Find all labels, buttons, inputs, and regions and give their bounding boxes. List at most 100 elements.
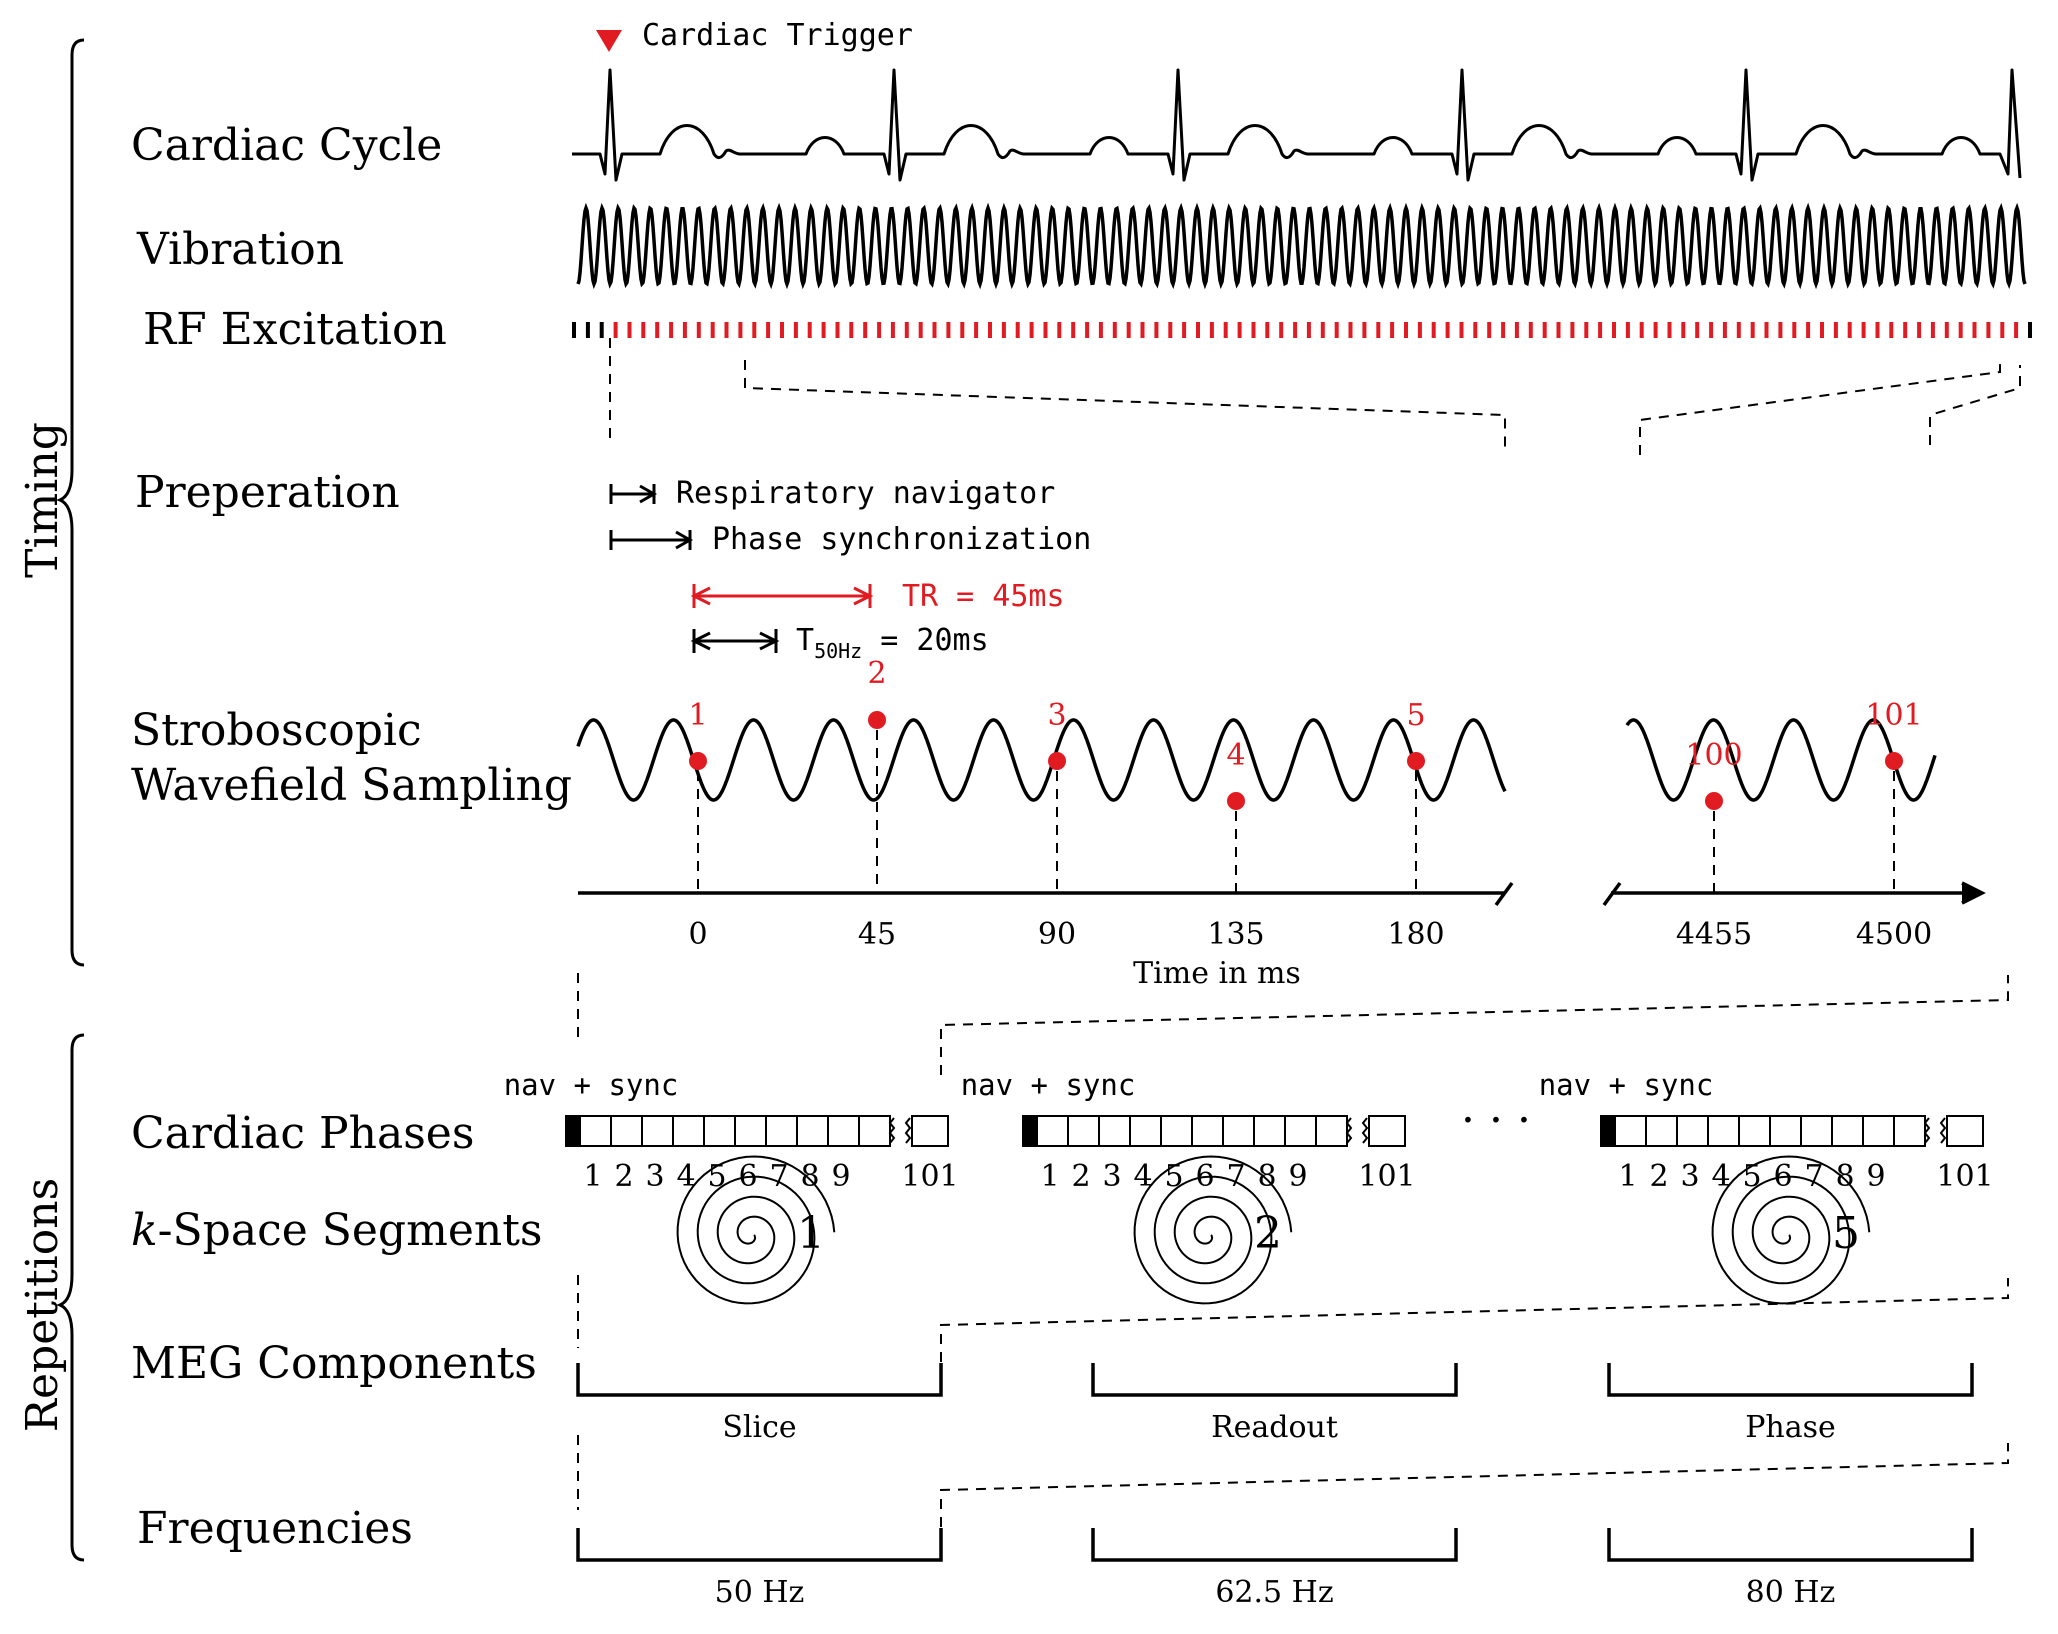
timing-brace: [56, 38, 85, 967]
phase-number: 8: [1835, 1159, 1854, 1194]
phase-cell: [672, 1115, 705, 1147]
phase-number: 8: [800, 1159, 819, 1194]
phase-cell: [1738, 1115, 1771, 1147]
t50hz-label: T50Hz = 20ms: [796, 623, 989, 663]
phase-cell: [610, 1115, 643, 1147]
phase-number: 7: [769, 1159, 788, 1194]
phase-cell-last: [1368, 1115, 1406, 1147]
frequency-label: 50 Hz: [715, 1575, 805, 1610]
cardiac-cycle-label: Cardiac Cycle: [131, 120, 442, 171]
phase-cell: [827, 1115, 860, 1147]
tick-label: 180: [1387, 917, 1444, 952]
meg-component-label: Slice: [722, 1410, 796, 1445]
phase-number-last: 101: [1936, 1159, 1993, 1194]
phase-cell: [1098, 1115, 1131, 1147]
phase-cell: [1160, 1115, 1193, 1147]
phase-number: 7: [1226, 1159, 1245, 1194]
tr-label: TR = 45ms: [902, 579, 1065, 614]
phase-number: 3: [1102, 1159, 1121, 1194]
frequency-bracket: [576, 1528, 943, 1562]
phase-number: 9: [1288, 1159, 1307, 1194]
tick-label: 4455: [1676, 917, 1752, 952]
phase-cell: [1067, 1115, 1100, 1147]
time-axis-label: Time in ms: [1133, 956, 1301, 991]
sample-point: [1407, 752, 1425, 770]
respiratory-navigator-arrow: [609, 484, 658, 504]
vibration-label: Vibration: [136, 224, 344, 275]
phase-cell: [641, 1115, 674, 1147]
phase-cell: [1831, 1115, 1864, 1147]
sample-point: [1705, 792, 1723, 810]
phase-number: 1: [1618, 1159, 1637, 1194]
sample-label: 3: [1047, 698, 1066, 733]
phase-number-last: 101: [1358, 1159, 1415, 1194]
phase-cell: [1129, 1115, 1162, 1147]
phase-number: 1: [583, 1159, 602, 1194]
sample-label: 1: [688, 698, 707, 733]
nav-sync-block: [565, 1115, 581, 1147]
cardiac-trigger-legend: Cardiac Trigger: [642, 18, 913, 53]
segment-number: 5: [1832, 1208, 1860, 1259]
phase-cell: [858, 1115, 891, 1147]
phase-cell-last: [1946, 1115, 1984, 1147]
phase-number: 9: [831, 1159, 850, 1194]
phase-cell: [1707, 1115, 1740, 1147]
phase-number: 9: [1866, 1159, 1885, 1194]
stroboscopic-label-line1: Stroboscopic: [131, 705, 422, 756]
phase-number: 5: [707, 1159, 726, 1194]
repetitions-group-label: Repetitions: [17, 1178, 68, 1432]
break-mark: [1923, 1117, 1931, 1144]
meg-component-bracket: [1091, 1363, 1458, 1397]
nav-sync-block: [1600, 1115, 1616, 1147]
cardiac-trigger-icon: [596, 30, 622, 52]
tr-arrow: [690, 584, 874, 608]
phase-cell: [1036, 1115, 1069, 1147]
tick-label: 4500: [1856, 917, 1932, 952]
phase-number: 8: [1257, 1159, 1276, 1194]
ecg-trace: [572, 68, 2022, 182]
frequency-label: 62.5 Hz: [1215, 1575, 1333, 1610]
phase-cell: [703, 1115, 736, 1147]
vibration-waveform: [576, 202, 2027, 290]
nav-sync-block: [1022, 1115, 1038, 1147]
sample-label: 5: [1406, 698, 1425, 733]
phase-number: 4: [1133, 1159, 1152, 1194]
respiratory-navigator-label: Respiratory navigator: [676, 476, 1055, 511]
frequency-bracket: [1607, 1528, 1974, 1562]
sample-label: 2: [867, 656, 886, 691]
repetitions-brace: [56, 1033, 85, 1562]
tick-label: 135: [1207, 917, 1264, 952]
phase-cell: [1676, 1115, 1709, 1147]
phase-cell: [1614, 1115, 1647, 1147]
frequency-bracket: [1091, 1528, 1458, 1562]
phase-cell: [796, 1115, 829, 1147]
break-mark: [888, 1117, 896, 1144]
sampling-wave-segment-2: [1625, 718, 1937, 802]
phase-sync-arrow: [609, 530, 694, 550]
phase-cell: [1315, 1115, 1348, 1147]
phase-number: 5: [1742, 1159, 1761, 1194]
segment-number: 2: [1254, 1208, 1282, 1259]
break-mark: [1345, 1117, 1353, 1144]
phase-number: 1: [1040, 1159, 1059, 1194]
break-mark: [904, 1117, 912, 1144]
spiral-icon: [1711, 1155, 1871, 1305]
phase-number: 4: [1711, 1159, 1730, 1194]
sample-point: [1227, 792, 1245, 810]
phase-number-last: 101: [901, 1159, 958, 1194]
phase-cell: [765, 1115, 798, 1147]
preparation-label: Preperation: [135, 467, 400, 518]
cardiac-phases-label: Cardiac Phases: [131, 1108, 474, 1159]
phase-cell: [1893, 1115, 1926, 1147]
sample-label: 100: [1685, 738, 1742, 773]
sample-label: 4: [1226, 738, 1245, 773]
phase-cell: [1222, 1115, 1255, 1147]
sampling-wave-segment-1: [576, 718, 1507, 802]
phase-cell: [1769, 1115, 1802, 1147]
rf-excitation-label: RF Excitation: [143, 304, 447, 355]
